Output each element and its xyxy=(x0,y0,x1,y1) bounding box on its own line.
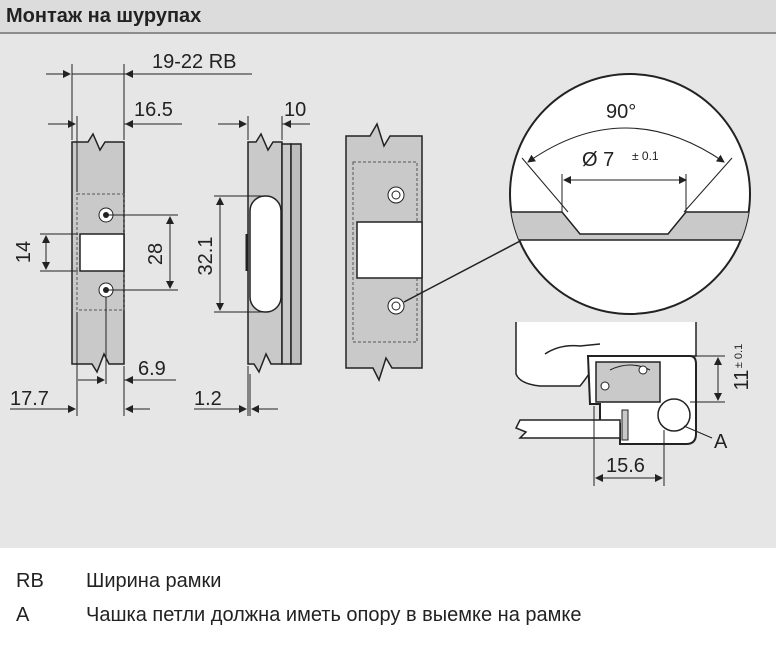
legend-text: Чашка петли должна иметь опору в выемке … xyxy=(86,604,582,626)
side-view xyxy=(194,116,310,416)
label-a: A xyxy=(714,431,728,453)
page-header: Монтаж на шурупах xyxy=(0,0,776,34)
legend-key: RB xyxy=(16,570,44,592)
dim-angle: 90° xyxy=(606,101,636,123)
dim-11-tolerance: ± 0.1 xyxy=(733,344,745,368)
dim-16-5: 16.5 xyxy=(134,99,173,121)
hinge-section-view xyxy=(514,322,725,486)
dim-6-9: 6.9 xyxy=(138,358,166,380)
legend-text: Ширина рамки xyxy=(86,570,222,592)
dim-17-7: 17.7 xyxy=(10,388,49,410)
legend-key: A xyxy=(16,604,30,626)
technical-drawing: 19-22 RB 16.5 14 28 6.9 17.7 10 32.1 1.2 xyxy=(0,34,776,548)
dim-11: 11 xyxy=(731,370,753,391)
legend: RB Ширина рамки A Чашка петли должна име… xyxy=(0,548,776,651)
dim-1-2: 1.2 xyxy=(194,388,222,410)
plate-view xyxy=(345,122,525,382)
dim-14: 14 xyxy=(13,241,35,263)
countersink-detail xyxy=(509,73,751,315)
dim-28: 28 xyxy=(145,243,167,265)
dim-diameter-tolerance: ± 0.1 xyxy=(632,149,659,163)
drawing-svg: 19-22 RB 16.5 14 28 6.9 17.7 10 32.1 1.2 xyxy=(10,51,753,486)
dim-diameter: Ø 7 xyxy=(582,149,614,171)
dim-frame-width: 19-22 RB xyxy=(152,51,237,73)
dim-15-6: 15.6 xyxy=(606,455,645,477)
dim-32-1: 32.1 xyxy=(195,237,217,276)
dim-10: 10 xyxy=(284,99,306,121)
front-view xyxy=(10,64,252,416)
page-title: Монтаж на шурупах xyxy=(6,5,202,27)
